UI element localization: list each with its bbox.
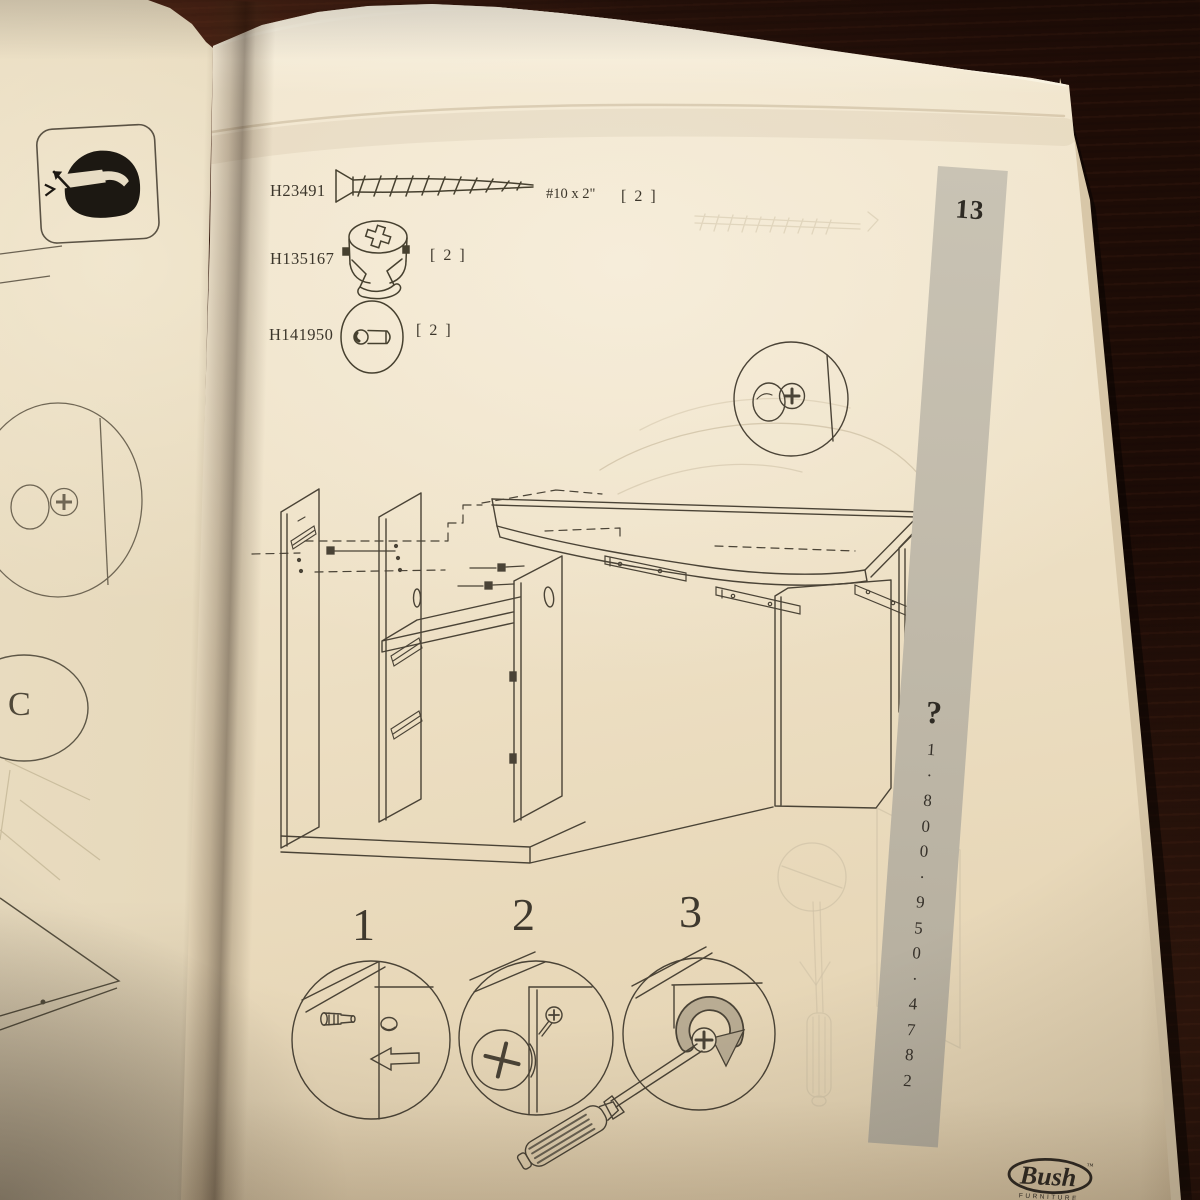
hardware-cam-dowel-drawing <box>340 300 404 374</box>
step-3-number: 3 <box>679 886 702 937</box>
left-page-callout-label: C <box>8 686 31 723</box>
page-curl-highlight <box>211 7 1067 87</box>
bush-logo: Bush ™ FURNITURE <box>1007 1157 1094 1200</box>
hardware-qty-3: [ 2 ] <box>416 322 453 339</box>
hardware-spec-1: #10 x 2" <box>546 186 596 202</box>
hardware-qty-2: [ 2 ] <box>430 247 467 264</box>
cabinet-partition <box>378 492 423 823</box>
step-2-circle <box>458 951 614 1116</box>
left-page-label-oval <box>0 654 89 762</box>
safety-icon <box>36 123 160 244</box>
step-2-number: 2 <box>512 889 535 940</box>
cabinet-shelf <box>381 596 521 653</box>
hardware-id-1: H23491 <box>270 181 326 200</box>
page-crease <box>210 103 1066 134</box>
left-page-ghost-lines <box>0 759 101 881</box>
page-number: 13 <box>954 193 986 226</box>
left-page-corner-diagram <box>0 897 121 1031</box>
step-1-number: 1 <box>352 899 375 950</box>
help-symbol: ? <box>924 693 944 731</box>
assembly-dashed-lines <box>251 489 856 573</box>
page-crease-shadow <box>198 108 1078 164</box>
screw-leader-symbols <box>326 546 525 590</box>
desk-mounting-rails <box>604 555 909 617</box>
left-page-fragment-lines <box>0 245 63 284</box>
hardware-id-2: H135167 <box>270 249 335 268</box>
step-circles <box>291 946 776 1170</box>
svg-text:™: ™ <box>1086 1162 1093 1170</box>
detail-callout-circle <box>733 341 849 457</box>
exploded-diagram <box>251 341 938 864</box>
svg-text:Bush: Bush <box>1018 1160 1077 1192</box>
hardware-screw-drawing <box>335 169 534 203</box>
hardware-id-3: H141950 <box>269 325 334 344</box>
hardware-cam-lock-drawing <box>342 220 410 300</box>
left-page-callout-circle <box>0 402 143 598</box>
step-3-circle <box>516 946 776 1170</box>
desk-top <box>491 498 929 586</box>
svg-text:FURNITURE: FURNITURE <box>1019 1192 1079 1200</box>
step-1-circle <box>291 960 451 1120</box>
screwdriver <box>516 1043 703 1170</box>
cabinet-left-panel <box>280 488 320 849</box>
hardware-qty-1: [ 2 ] <box>621 188 658 205</box>
cabinet-base <box>280 806 774 864</box>
cabinet-right-panel <box>509 555 563 823</box>
